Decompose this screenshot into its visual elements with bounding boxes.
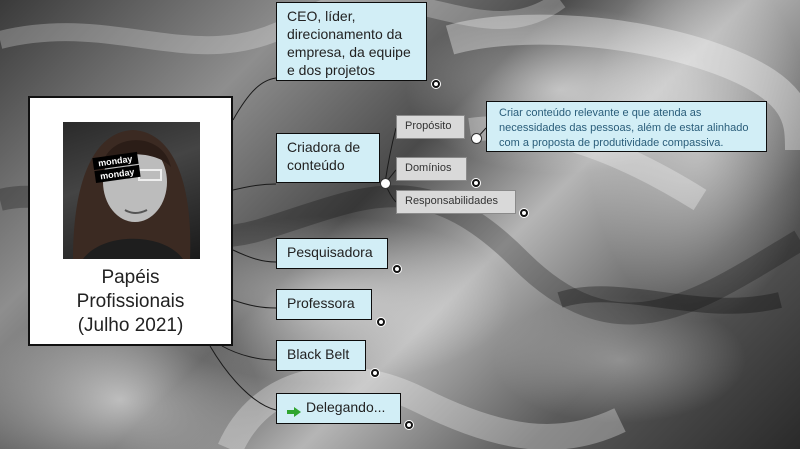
central-topic[interactable]: monday monday Papéis Profissionais (Julh… <box>28 96 233 346</box>
link-pesquisadora <box>232 249 277 263</box>
collapse-toggle-responsabilidades[interactable] <box>519 208 529 218</box>
title-line: Papéis <box>101 267 160 288</box>
collapse-toggle-ceo[interactable] <box>431 79 441 89</box>
callout-line: necessidades das pessoas, além de estar … <box>499 122 749 134</box>
role-label-line: empresa, da equipe <box>287 44 411 60</box>
subtopic-dominios[interactable]: Domínios <box>396 157 467 181</box>
role-delegando[interactable]: Delegando... <box>276 393 401 424</box>
role-pesquisadora[interactable]: Pesquisadora <box>276 238 388 269</box>
role-label-line: conteúdo <box>287 157 345 173</box>
role-label-line: Professora <box>287 295 355 311</box>
link-proposito <box>384 127 397 184</box>
role-criadora[interactable]: Criadora de conteúdo <box>276 133 380 183</box>
title-line: (Julho 2021) <box>77 315 184 336</box>
collapse-toggle-dominios[interactable] <box>471 178 481 188</box>
collapse-toggle-delegando[interactable] <box>404 420 414 430</box>
link-professora <box>232 299 277 309</box>
collapse-toggle-blackbelt[interactable] <box>370 368 380 378</box>
collapse-toggle-professora[interactable] <box>376 317 386 327</box>
green-arrow-icon <box>287 403 301 418</box>
role-label-line: Pesquisadora <box>287 244 373 260</box>
role-label-line: e dos projetos <box>287 62 375 78</box>
role-label-line: Criadora de <box>287 139 361 155</box>
profile-photo: monday monday <box>63 122 200 259</box>
role-label-line: CEO, líder, <box>287 8 356 24</box>
link-criadora <box>232 183 277 191</box>
note-callout[interactable]: Criar conteúdo relevante e que atenda as… <box>486 101 767 152</box>
link-ceo <box>232 77 277 121</box>
branch-hub-criadora[interactable] <box>380 178 391 189</box>
role-blackbelt[interactable]: Black Belt <box>276 340 366 371</box>
role-ceo[interactable]: CEO, líder, direcionamento da empresa, d… <box>276 2 427 81</box>
role-professora[interactable]: Professora <box>276 289 372 320</box>
subtopic-responsabilidades[interactable]: Responsabilidades <box>396 190 516 214</box>
role-label-line: Delegando... <box>306 399 386 415</box>
profile-portrait <box>73 130 191 259</box>
collapse-toggle-pesquisadora[interactable] <box>392 264 402 274</box>
role-label-line: direcionamento da <box>287 26 403 42</box>
link-blackbelt <box>221 345 277 361</box>
central-topic-title: Papéis Profissionais (Julho 2021) <box>30 266 231 338</box>
role-label-line: Black Belt <box>287 346 350 362</box>
link-delegando <box>209 345 277 411</box>
branch-hub-proposito[interactable] <box>471 133 482 144</box>
callout-line: com a proposta de produtividade compassi… <box>499 137 724 149</box>
title-line: Profissionais <box>76 291 185 312</box>
subtopic-proposito[interactable]: Propósito <box>396 115 465 139</box>
callout-line: Criar conteúdo relevante e que atenda as <box>499 107 702 119</box>
